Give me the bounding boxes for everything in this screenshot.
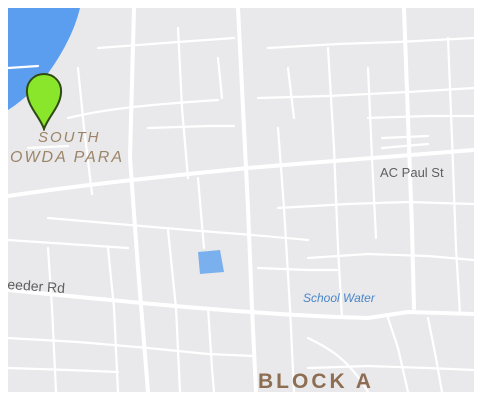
west-road-north-south <box>128 8 150 392</box>
map-base-layer <box>8 8 474 392</box>
road-network <box>8 8 474 392</box>
school-road <box>366 310 474 320</box>
district-label-gowda-para: OWDA PARA <box>10 149 125 166</box>
street-label-feeder-rd: eeder Rd <box>8 276 66 296</box>
water-label-school-water: School Water <box>303 291 375 305</box>
river-water <box>8 8 80 110</box>
map-pin-icon[interactable] <box>22 71 66 131</box>
district-label-block-a: BLOCK A <box>258 370 374 392</box>
feeder-road <box>8 288 370 320</box>
pond-water <box>198 250 224 274</box>
map-view[interactable]: SOUTH OWDA PARA AC Paul St eeder Rd Scho… <box>8 8 474 392</box>
main-road-north-south <box>236 8 258 392</box>
district-label-south: SOUTH <box>38 129 101 146</box>
street-label-ac-paul-st: AC Paul St <box>380 165 444 180</box>
east-road-north-south <box>402 8 416 310</box>
